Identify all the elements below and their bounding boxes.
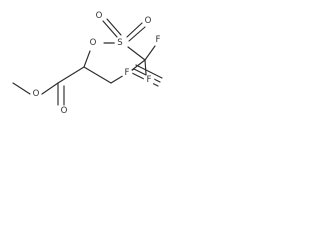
ester-oxygen-label: O — [33, 89, 40, 99]
bond-layer — [12, 18, 163, 106]
carbonyl-oxygen-label: O — [61, 106, 68, 116]
sulfonyl-oxygen-right-label: O — [145, 16, 152, 26]
bond-c-f-bottom — [144, 59, 147, 75]
bond-s-o-top-2 — [106, 18, 122, 36]
bond-s-cf3 — [127, 46, 146, 61]
fluorine-left-label: F — [125, 68, 130, 78]
atom-label-backgrounds — [30, 10, 164, 117]
sulfonyl-oxygen-top-label: O — [96, 11, 103, 21]
molecule-drawing: O O O S O O F F F — [12, 10, 164, 117]
bond-alpha-o — [83, 50, 91, 68]
bond-s-o-top-1 — [102, 20, 118, 38]
bond-s-o-right-1 — [126, 22, 143, 38]
fluorine-bottom-label: F — [147, 75, 152, 85]
bond-alkyne-1 — [133, 68, 149, 77]
bond-carbonyl-alpha — [57, 66, 85, 84]
atom-labels: O O O S O O F F F — [33, 11, 161, 116]
bond-alkyne-2 — [135, 64, 151, 73]
structure-diagram: O O O S O O F F F — [0, 0, 196, 138]
bond-s-o-right-2 — [128, 26, 146, 42]
sulfur-label: S — [117, 38, 122, 48]
bond-c-f-top — [144, 45, 156, 61]
bond-alkyne-end-2 — [149, 71, 163, 79]
bond-methyl-ester-o — [12, 82, 31, 95]
fluorine-top-label: F — [156, 35, 161, 45]
bond-ester-o-carbonyl — [41, 82, 59, 95]
bond-alpha-ch2 — [83, 66, 112, 84]
bond-c-f-left — [131, 59, 146, 71]
bond-alkyne-3 — [131, 72, 147, 81]
sulfonate-oxygen-label: O — [90, 38, 97, 48]
